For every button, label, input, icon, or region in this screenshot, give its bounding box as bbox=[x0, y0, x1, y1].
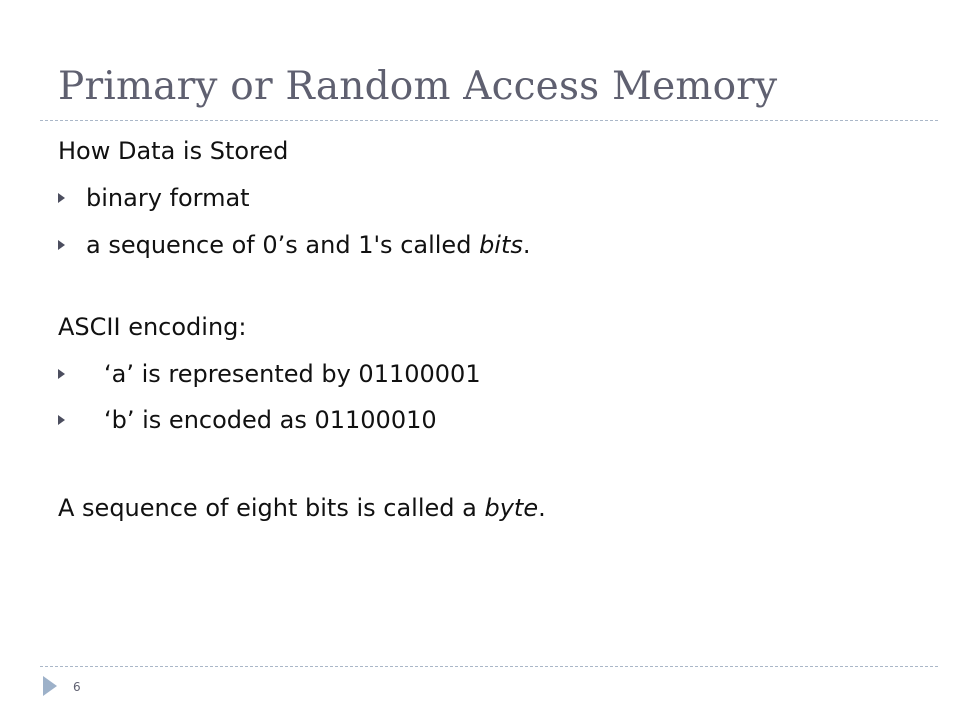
section-heading-how-data-is-stored: How Data is Stored bbox=[58, 137, 289, 165]
byte-definition: A sequence of eight bits is called a byt… bbox=[58, 496, 546, 520]
bullet-text: ‘b’ is encoded as 01100010 bbox=[104, 406, 437, 434]
page-number: 6 bbox=[73, 680, 81, 694]
bits-text-prefix: a sequence of 0’s and 1's called bbox=[86, 231, 480, 259]
bullet-text: binary format bbox=[86, 184, 250, 212]
triangle-right-icon bbox=[58, 240, 65, 250]
bullet-text: ‘a’ is represented by 01100001 bbox=[104, 360, 481, 388]
byte-text-prefix: A sequence of eight bits is called a bbox=[58, 494, 485, 522]
bits-emphasis: bits bbox=[479, 231, 523, 259]
triangle-right-icon bbox=[58, 415, 65, 425]
triangle-right-icon bbox=[58, 193, 65, 203]
triangle-right-icon bbox=[43, 676, 57, 696]
title-divider bbox=[40, 120, 938, 121]
footer-divider bbox=[40, 666, 938, 667]
byte-text-suffix: . bbox=[538, 494, 546, 522]
triangle-right-icon bbox=[58, 369, 65, 379]
bullet-text: a sequence of 0’s and 1's called bits. bbox=[86, 233, 531, 257]
bits-text-suffix: . bbox=[522, 231, 531, 259]
byte-emphasis: byte bbox=[484, 494, 539, 522]
slide-title: Primary or Random Access Memory bbox=[58, 64, 778, 109]
section-heading-ascii-encoding: ASCII encoding: bbox=[58, 313, 247, 341]
